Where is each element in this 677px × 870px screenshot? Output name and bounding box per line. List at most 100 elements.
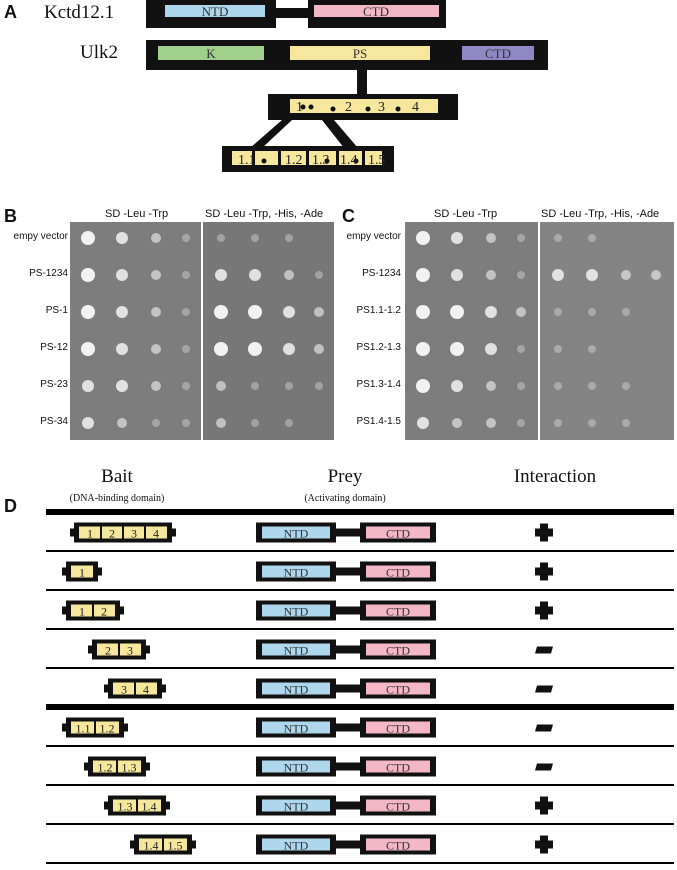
bait-subdomain-label: 1 [79, 605, 85, 619]
yeast-spot [516, 307, 526, 317]
ulk-k-text: K [206, 46, 216, 61]
yeast-spot [651, 270, 661, 280]
yeast-spot [81, 342, 95, 356]
prey-ctd-text: CTD [386, 839, 410, 853]
yeast-spot [417, 417, 429, 429]
yeast-spot [248, 342, 262, 356]
interaction-negative-icon [535, 685, 553, 693]
yeast-spot [151, 307, 161, 317]
bait-subdomain-label: 3 [121, 683, 127, 697]
bait-subdomain-label: 4 [153, 527, 159, 541]
bait-subdomain-label: 3 [127, 644, 133, 658]
ps-connector-left [250, 120, 292, 148]
prey-ctd-text: CTD [386, 527, 410, 541]
interaction-negative-icon [535, 646, 553, 654]
prey-ctd-domain [366, 838, 430, 851]
prey-ntd-domain [262, 799, 330, 812]
yeast-spot [486, 381, 496, 391]
yeast-spot [517, 419, 525, 427]
bait-subdomain-label: 3 [131, 527, 137, 541]
bait-ps-domain [71, 565, 93, 578]
panel-b-plate-left [70, 222, 201, 440]
prey-ntd-text: NTD [284, 761, 309, 775]
bait-subdomain-label: 1.3 [118, 800, 133, 814]
panel-b-row-label: PS-23 [40, 379, 68, 390]
panel-b-row-label: empy vector [13, 231, 68, 242]
panel-b-row-label: PS-1234 [29, 268, 68, 279]
kctd-ntd-domain [165, 5, 265, 17]
row-divider [46, 784, 674, 786]
panel-b-header-right: SD -Leu -Trp, -His, -Ade [205, 208, 324, 220]
yeast-spot [416, 268, 430, 282]
yeast-spot [214, 305, 228, 319]
yeast-spot [450, 305, 464, 319]
yeast-spot [117, 418, 127, 428]
yeast-spot [486, 233, 496, 243]
yeast-spot [182, 271, 190, 279]
yeast-spot [151, 344, 161, 354]
ulk-protein: K PS CTD [146, 40, 548, 94]
interaction-positive-icon [535, 601, 553, 620]
bait-subdomain-label: 1.3 [122, 761, 137, 775]
yeast-spot [485, 343, 497, 355]
row-divider [46, 509, 674, 515]
panel-b-row-label: PS-12 [40, 342, 68, 353]
row-divider [46, 550, 674, 552]
bait-subdomain-label: 2 [109, 527, 115, 541]
ps-sub-4: 4 [412, 100, 419, 115]
yeast-spot [588, 419, 596, 427]
panel-b-header-left: SD -Leu -Trp [105, 208, 169, 220]
prey-ctd-domain [366, 526, 430, 539]
yeast-spot [450, 342, 464, 356]
yeast-spot [217, 234, 225, 242]
yeast-spot [249, 269, 261, 281]
prey-ctd-text: CTD [386, 605, 410, 619]
bait-subdomain-label: 1.1 [76, 722, 91, 736]
kctd-label: Kctd12.1 [44, 2, 115, 23]
yeast-spot [554, 345, 562, 353]
prey-ntd-domain [262, 721, 330, 734]
panel-c-row-label: PS1.1-1.2 [356, 305, 401, 316]
yeast-spot [284, 270, 294, 280]
prey-ctd-text: CTD [386, 800, 410, 814]
yeast-spot [586, 269, 598, 281]
yeast-spot [151, 233, 161, 243]
prey-ctd-domain [366, 799, 430, 812]
yeast-spot [251, 234, 259, 242]
row-divider [46, 704, 674, 710]
panel-b-row-label: PS-1 [45, 305, 68, 316]
yeast-spot [517, 382, 525, 390]
prey-ctd-domain [366, 682, 430, 695]
ps-sub-3: 3 [378, 100, 385, 115]
ulk-ps-connector [357, 70, 367, 94]
yeast-spot [416, 231, 430, 245]
prey-ntd-text: NTD [284, 683, 309, 697]
yeast-spot [285, 419, 293, 427]
yeast-spot [285, 234, 293, 242]
interaction-positive-icon [535, 523, 553, 542]
panel-c-row-label: empy vector [346, 231, 401, 242]
yeast-spot [251, 419, 259, 427]
prey-ntd-text: NTD [284, 566, 309, 580]
yeast-spot [588, 345, 596, 353]
yeast-spot [81, 305, 95, 319]
prey-ntd-domain [262, 565, 330, 578]
ps1-sub-4: 1.4 [340, 153, 358, 168]
header-interaction: Interaction [513, 466, 597, 487]
prey-ntd-domain [262, 643, 330, 656]
panel-c-row-label: PS-1234 [362, 268, 401, 279]
yeast-spot [416, 379, 430, 393]
interaction-positive-icon [535, 562, 553, 581]
interaction-positive-icon [535, 835, 553, 854]
kctd-linker [276, 8, 308, 18]
yeast-spot [315, 382, 323, 390]
yeast-spot [452, 418, 462, 428]
yeast-spot [182, 382, 190, 390]
yeast-spot [622, 308, 630, 316]
panel-a-domain-diagram: NTD CTD K PS CTD 1 2 3 4 [146, 0, 548, 172]
yeast-spot [451, 232, 463, 244]
yeast-spot [116, 343, 128, 355]
